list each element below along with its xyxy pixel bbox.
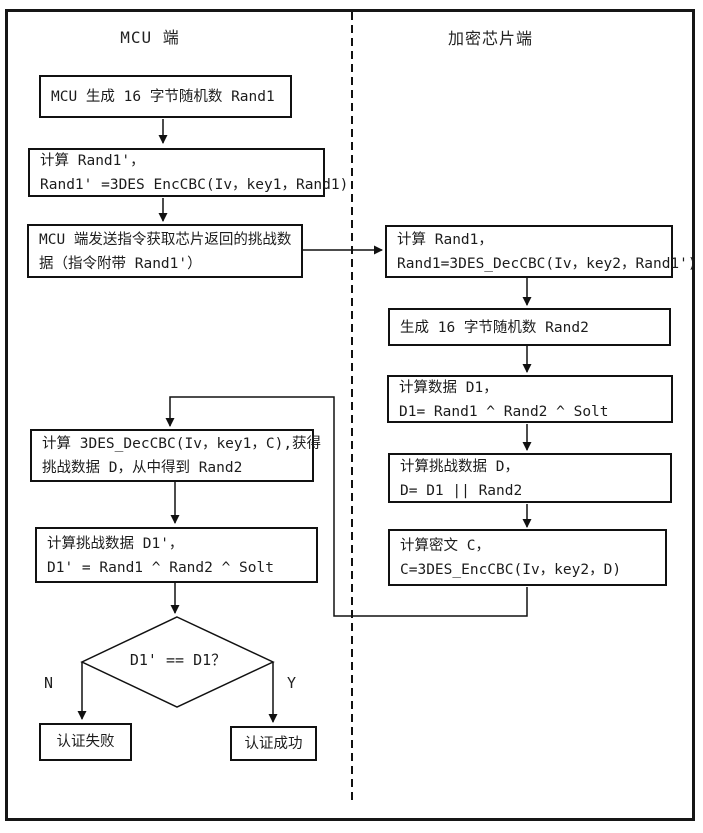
decision-diamond (80, 616, 275, 708)
node-mcu-decrypt-c: 计算 3DES_DecCBC(Iv，key1，C),获得 挑战数据 D，从中得到… (30, 429, 322, 482)
node-text: MCU 生成 16 字节随机数 Rand1 (51, 89, 275, 105)
node-chip-compute-rand1: 计算 Rand1， Rand1=3DES_DecCBC(Iv，key2，Rand… (385, 225, 697, 278)
node-auth-fail: 认证失败 (39, 723, 132, 761)
outer-border (5, 9, 695, 821)
node-chip-compute-d: 计算挑战数据 D， D= D1 || Rand2 (388, 453, 672, 503)
node-text: 计算挑战数据 D， (400, 458, 519, 475)
node-text: 挑战数据 D，从中得到 Rand2 (42, 460, 243, 476)
node-mcu-generate-rand1: MCU 生成 16 字节随机数 Rand1 (39, 75, 292, 118)
node-text: 认证成功 (244, 735, 303, 752)
node-text: 据（指令附带 Rand1'） (39, 255, 202, 272)
node-text: 生成 16 字节随机数 Rand2 (400, 319, 589, 336)
node-auth-success: 认证成功 (230, 726, 317, 761)
node-text: C=3DES_EncCBC(Iv，key2，D) (400, 562, 622, 578)
node-chip-compute-d1: 计算数据 D1， D1= Rand1 ^ Rand2 ^ Solt (387, 375, 673, 423)
node-chip-generate-rand2: 生成 16 字节随机数 Rand2 (388, 308, 671, 346)
node-text: Rand1' =3DES EncCBC(Iv，key1，Rand1) (40, 177, 349, 193)
branch-label-yes: Y (287, 674, 297, 692)
node-text: Rand1=3DES_DecCBC(Iv，key2，Rand1') (397, 256, 697, 272)
node-text: 计算 3DES_DecCBC(Iv，key1，C),获得 (42, 436, 322, 452)
node-mcu-compute-rand1p: 计算 Rand1'， Rand1' =3DES EncCBC(Iv，key1，R… (28, 148, 349, 197)
node-text: 认证失败 (56, 734, 115, 750)
node-chip-compute-c: 计算密文 C， C=3DES_EncCBC(Iv，key2，D) (388, 529, 667, 586)
lane-title-chip: 加密芯片端 (447, 29, 533, 48)
node-text: D= D1 || Rand2 (400, 482, 523, 499)
decision-label: D1' == D1？ (129, 651, 227, 669)
node-text: 计算数据 D1， (399, 379, 498, 396)
node-text: 计算挑战数据 D1'， (47, 535, 184, 552)
node-text: 计算 Rand1， (397, 232, 493, 248)
node-text: MCU 端发送指令获取芯片返回的挑战数 (39, 231, 292, 248)
node-text: 计算 Rand1'， (40, 153, 145, 169)
node-mcu-compute-d1p: 计算挑战数据 D1'， D1' = Rand1 ^ Rand2 ^ Solt (35, 527, 318, 583)
node-text: D1' = Rand1 ^ Rand2 ^ Solt (47, 559, 274, 576)
branch-label-no: N (44, 674, 54, 692)
node-text: D1= Rand1 ^ Rand2 ^ Solt (399, 403, 609, 420)
node-text: 计算密文 C， (400, 538, 490, 554)
node-mcu-send-command: MCU 端发送指令获取芯片返回的挑战数 据（指令附带 Rand1'） (27, 224, 303, 278)
edge-r5-l4-loop (165, 396, 528, 617)
lane-title-mcu: MCU 端 (120, 28, 180, 47)
